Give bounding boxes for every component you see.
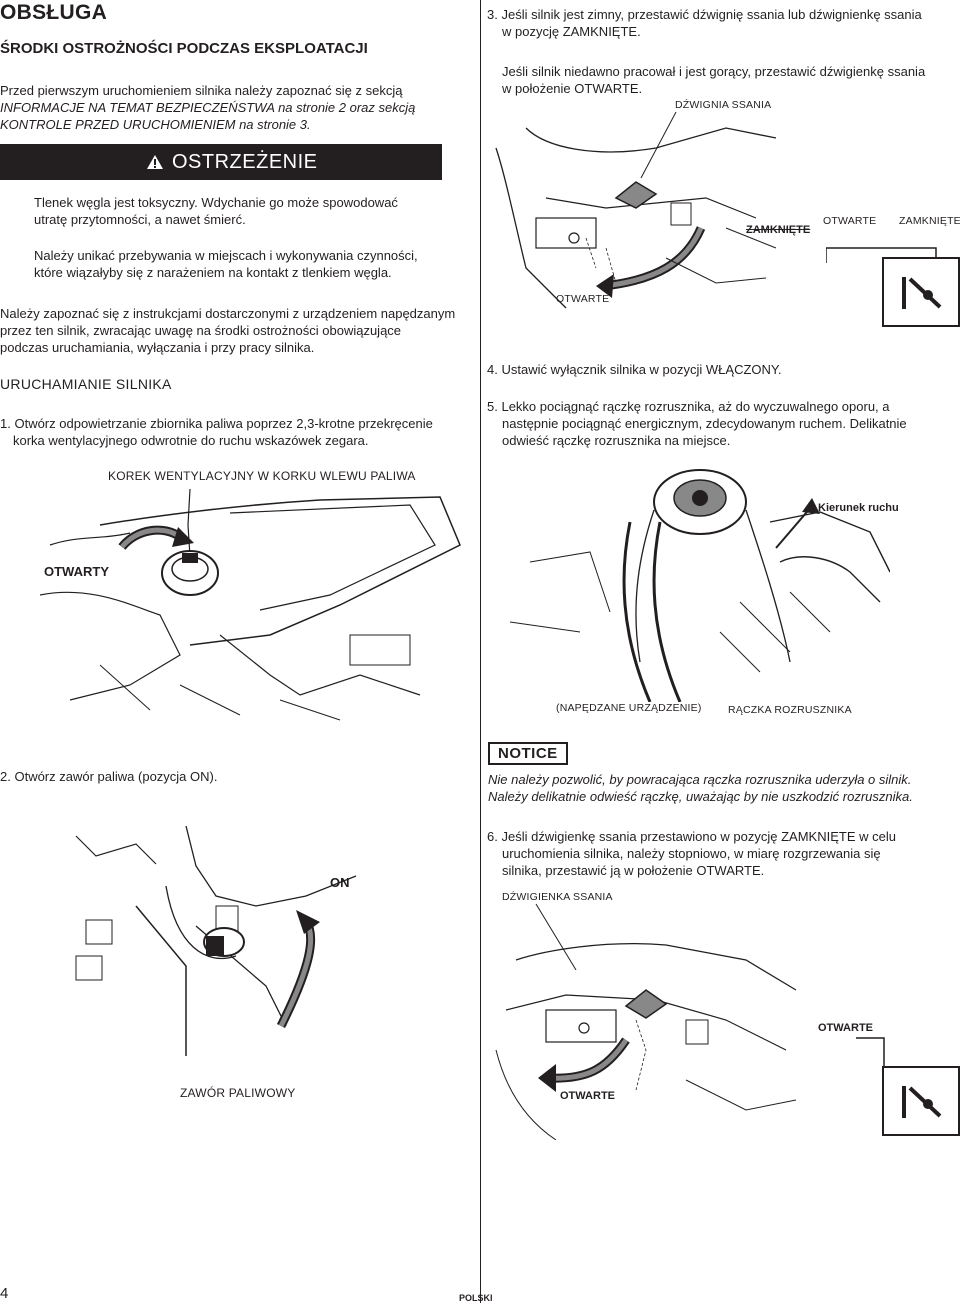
warning-line: utratę przytomności, a nawet śmierć. [34, 212, 246, 227]
fig3-open-label: OTWARTE [556, 293, 610, 305]
step2-number: 2. [0, 769, 11, 784]
instructions-line: Należy zapoznać się z instrukcjami dosta… [0, 306, 456, 321]
fig2-fuel-valve-illustration [66, 826, 366, 1066]
step5-line1: Lekko pociągnąć rączkę rozrusznika, aż d… [501, 399, 890, 414]
warning-line: Należy unikać przebywania w miejscach i … [34, 248, 418, 263]
fig5-direction-label: Kierunek ruchu [818, 502, 899, 514]
page-number: 4 [0, 1285, 9, 1302]
warning-text-2: Należy unikać przebywania w miejscach i … [34, 247, 474, 281]
step2-line: Otwórz zawór paliwa (pozycja ON). [14, 769, 218, 784]
warning-title: OSTRZEŻENIE [172, 150, 318, 173]
step5-number: 5. [487, 399, 498, 414]
step6-line1: Jeśli dźwigienkę ssania przestawiono w p… [501, 829, 896, 844]
instructions-line: przez ten silnik, zwracając uwagę na śro… [0, 323, 402, 338]
step1-number: 1. [0, 416, 11, 431]
fig2-valve-label: ZAWÓR PALIWOWY [180, 1086, 296, 1100]
warning-bar: OSTRZEŻENIE [0, 144, 442, 180]
fig3-lever-label: DŹWIGNIA SSANIA [675, 99, 772, 111]
step6-line2: uruchomienia silnika, należy stopniowo, … [502, 846, 881, 861]
step1-text: 1. Otwórz odpowietrzanie zbiornika paliw… [0, 415, 470, 449]
step4-line: Ustawić wyłącznik silnika w pozycji WŁĄC… [501, 362, 782, 377]
fig6-lever-label: DŹWIGIENKA SSANIA [502, 891, 613, 903]
step3-number: 3. [487, 7, 498, 22]
notice-line: Nie należy pozwolić, by powracająca rącz… [488, 772, 912, 787]
fig3-closed-label: ZAMKNIĘTE [746, 224, 811, 236]
fig6-choke-symbol [882, 1066, 960, 1136]
step2-text: 2. Otwórz zawór paliwa (pozycja ON). [0, 768, 217, 785]
step3-line3: Jeśli silnik niedawno pracował i jest go… [502, 64, 926, 79]
step3-text-2: Jeśli silnik niedawno pracował i jest go… [502, 63, 960, 97]
step3-text: 3. Jeśli silnik jest zimny, przestawić d… [487, 6, 957, 40]
step5-text: 5. Lekko pociągnąć rączkę rozrusznika, a… [487, 398, 957, 449]
step3-line4: w położenie OTWARTE. [502, 81, 643, 96]
step3-line1: Jeśli silnik jest zimny, przestawić dźwi… [501, 7, 922, 22]
step3-line2: w pozycję ZAMKNIĘTE. [502, 24, 641, 39]
safety-heading: ŚRODKI OSTROŻNOŚCI PODCZAS EKSPLOATACJI [0, 40, 368, 57]
step1-line2: korka wentylacyjnego odwrotnie do ruchu … [13, 433, 369, 448]
warning-triangle-icon [146, 154, 164, 170]
step4-number: 4. [487, 362, 498, 377]
notice-text: Nie należy pozwolić, by powracająca rącz… [488, 771, 958, 805]
notice-title: NOTICE [488, 742, 568, 765]
starting-heading: URUCHAMIANIE SILNIKA [0, 376, 172, 392]
fig1-vent-label: KOREK WENTYLACYJNY W KORKU WLEWU PALIWA [108, 469, 416, 483]
step6-number: 6. [487, 829, 498, 844]
fig1-open-label: OTWARTY [44, 564, 109, 579]
fig5-handle-label: RĄCZKA ROZRUSZNIKA [728, 704, 852, 716]
fig6-choke-illustration [486, 900, 806, 1140]
fig3-choke-symbol [882, 257, 960, 327]
fig5-equipment-label: (NAPĘDZANE URZĄDZENIE) [556, 702, 702, 714]
fig6-open-label-right: OTWARTE [818, 1022, 873, 1034]
step5-line2: następnie pociągnąć energicznym, zdecydo… [502, 416, 907, 431]
fig3-icon-open-label: OTWARTE [823, 215, 877, 227]
warning-text: Tlenek węgla jest toksyczny. Wdychanie g… [34, 194, 454, 228]
fig2-on-label: ON [330, 875, 350, 890]
fig1-fuel-tank-illustration [40, 485, 480, 725]
fig6-open-label-bottom: OTWARTE [560, 1090, 615, 1102]
warning-line: Tlenek węgla jest toksyczny. Wdychanie g… [34, 195, 398, 210]
safety-intro-line: Przed pierwszym uruchomieniem silnika na… [0, 83, 403, 98]
fig3-bracket [826, 233, 946, 263]
instructions-line: podczas uruchamiania, wyłączania i przy … [0, 340, 315, 355]
notice-line: Należy delikatnie odwieść rączkę, uważaj… [488, 789, 913, 804]
step6-line3: silnika, przestawić ją w położenie OTWAR… [502, 863, 765, 878]
step6-text: 6. Jeśli dźwigienkę ssania przestawiono … [487, 828, 957, 879]
notice-label: NOTICE [488, 742, 568, 765]
column-divider [480, 0, 481, 1303]
page-title: OBSŁUGA [0, 1, 108, 24]
safety-intro-line: KONTROLE PRZED URUCHOMIENIEM na stronie … [0, 117, 311, 132]
step4-text: 4. Ustawić wyłącznik silnika w pozycji W… [487, 361, 957, 378]
fig5-recoil-illustration [490, 462, 890, 702]
footer-language: POLSKI [459, 1293, 493, 1303]
safety-intro-line: INFORMACJE NA TEMAT BEZPIECZEŃSTWA na st… [0, 100, 416, 115]
step1-line1: Otwórz odpowietrzanie zbiornika paliwa p… [14, 416, 433, 431]
fig3-choke-illustration [486, 108, 786, 318]
warning-line: które wiązałyby się z narażeniem na kont… [34, 265, 392, 280]
instructions-paragraph: Należy zapoznać się z instrukcjami dosta… [0, 305, 478, 356]
fig6-bracket [856, 1036, 886, 1076]
safety-intro: Przed pierwszym uruchomieniem silnika na… [0, 82, 470, 133]
step5-line3: odwieść rączkę rozrusznika na miejsce. [502, 433, 731, 448]
fig3-icon-closed-label: ZAMKNIĘTE [899, 215, 960, 227]
